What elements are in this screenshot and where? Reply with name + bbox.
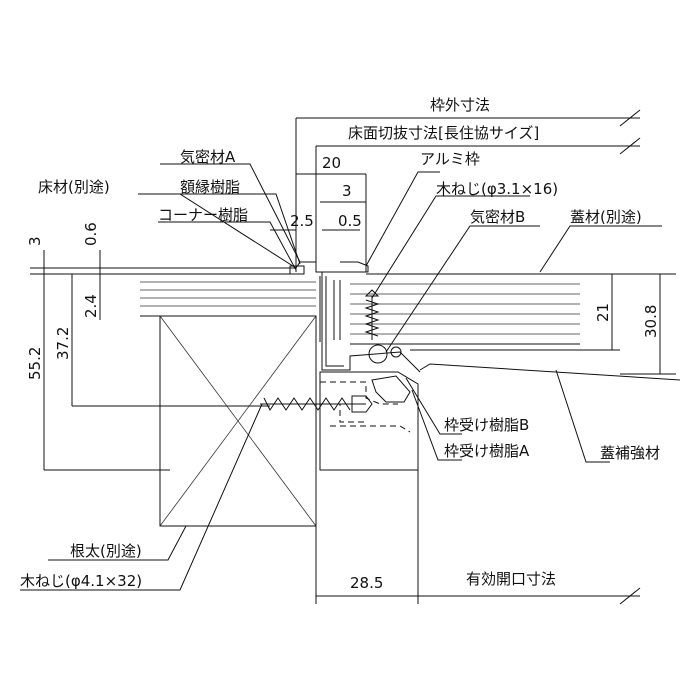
frame-support-resin — [319, 363, 681, 471]
label-aluminum-frame: アルミ枠 — [420, 150, 480, 168]
dim-3-left: 3 — [26, 236, 44, 246]
label-floor-material: 床材(別途) — [38, 178, 110, 196]
dim-21: 21 — [594, 303, 612, 322]
labels: 枠外寸法 床面切抜寸法[長住協サイズ] 気密材A 床材(別途) 額縁樹脂 コーナ… — [20, 96, 660, 590]
lid-material-layers — [350, 273, 580, 351]
joist-block — [159, 315, 317, 527]
dim-20: 20 — [322, 154, 341, 172]
label-corner-resin: コーナー樹脂 — [158, 206, 248, 224]
label-frame-resin: 額縁樹脂 — [180, 178, 240, 196]
label-lid-material: 蓋材(別途) — [570, 208, 642, 226]
label-frame-support-b: 枠受け樹脂B — [444, 416, 529, 434]
floor-material-layers — [100, 267, 316, 317]
label-joist: 根太(別途) — [70, 542, 142, 560]
dim-2-5: 2.5 — [290, 212, 314, 230]
label-floor-cut-dim: 床面切抜寸法[長住協サイズ] — [348, 124, 539, 142]
dim-2-4: 2.4 — [82, 294, 100, 318]
leader-lines — [20, 163, 662, 591]
large-screw-icon — [260, 395, 373, 413]
label-airtight-b: 気密材B — [470, 208, 525, 226]
label-effective-opening: 有効開口寸法 — [466, 570, 556, 588]
right-dimension-lines — [580, 273, 676, 375]
dim-3-top: 3 — [342, 182, 352, 200]
label-wood-screw-large: 木ねじ(φ4.1×32) — [20, 572, 142, 590]
bottom-dimension-lines — [315, 470, 641, 605]
dim-0-5: 0.5 — [338, 212, 362, 230]
label-frame-support-a: 枠受け樹脂A — [444, 442, 530, 460]
label-lid-reinforce: 蓋補強材 — [600, 444, 660, 462]
label-wood-screw-small: 木ねじ(φ3.1×16) — [436, 180, 558, 198]
airtight-b — [368, 344, 402, 364]
aluminum-frame — [289, 261, 421, 373]
dim-28-5: 28.5 — [350, 574, 383, 592]
dim-37-2: 37.2 — [54, 327, 72, 360]
dim-55-2: 55.2 — [26, 347, 44, 380]
dim-0-6: 0.6 — [82, 222, 100, 246]
label-frame-outer-dim: 枠外寸法 — [430, 96, 490, 114]
label-airtight-a: 気密材A — [180, 148, 236, 166]
dim-30-8: 30.8 — [642, 305, 660, 338]
dimension-values: 20 3 2.5 0.5 3 0.6 2.4 37.2 55.2 21 30.8… — [26, 154, 660, 592]
